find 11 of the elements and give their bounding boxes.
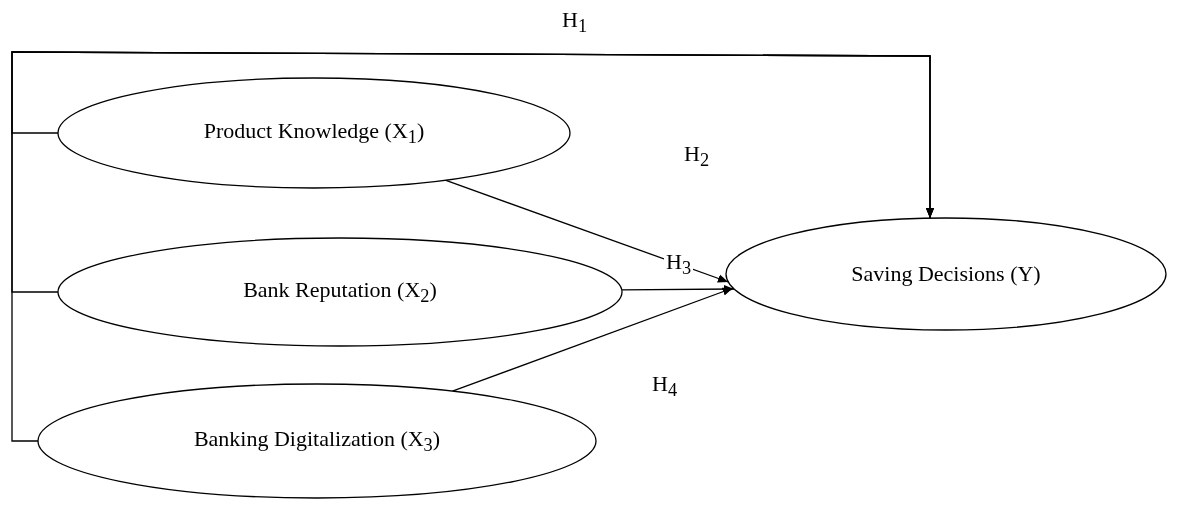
oval-node (38, 384, 596, 498)
node-label: Product Knowledge (X$_{1}$) (203, 117, 425, 150)
arrow (451, 287, 734, 392)
oval-node (726, 218, 1166, 330)
arrow (11, 51, 935, 442)
oval-node (58, 78, 570, 188)
oval-node (58, 238, 622, 346)
node-label: Bank Reputation (X$_{2}$) (243, 276, 437, 309)
arrow (444, 179, 729, 283)
node-label: Saving Decisions (Y) (851, 260, 1041, 289)
node-label: Banking Digitalization (X$_{3}$) (193, 425, 441, 458)
